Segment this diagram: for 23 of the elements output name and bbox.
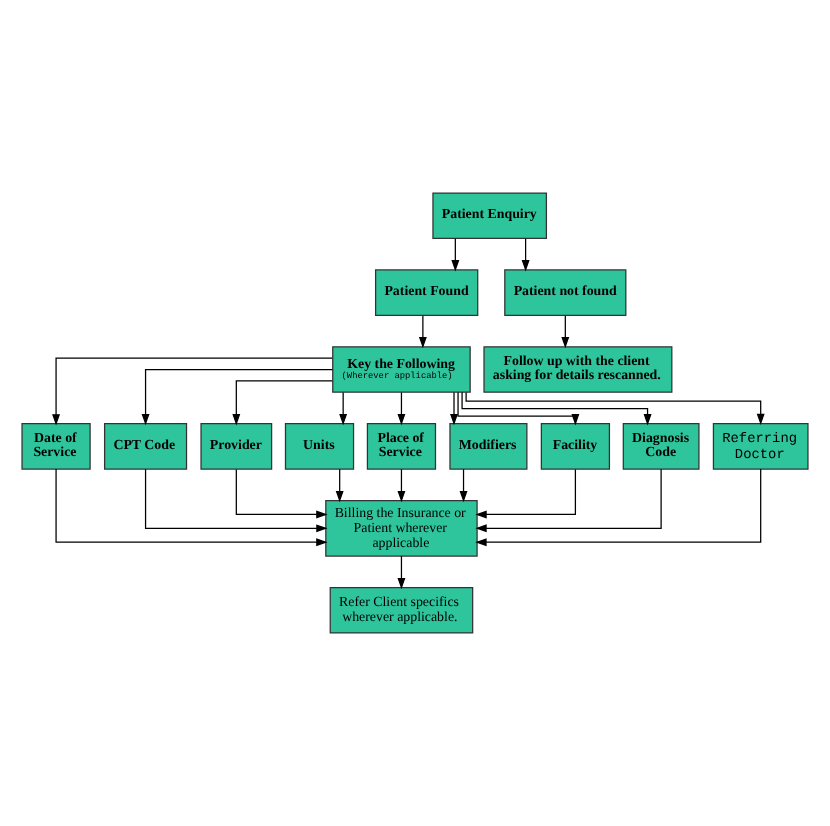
arrow — [465, 391, 765, 426]
arrow — [397, 391, 406, 426]
arrow — [461, 391, 652, 426]
arrow — [459, 468, 468, 503]
arrow — [451, 238, 460, 272]
arrow — [232, 380, 333, 426]
arrow — [141, 368, 334, 426]
arrow — [335, 468, 344, 503]
arrow — [450, 391, 458, 426]
arrow — [475, 468, 662, 533]
arrow — [521, 238, 530, 272]
arrow — [418, 315, 427, 349]
arrow — [235, 468, 328, 519]
arrow — [55, 468, 328, 547]
arrow — [52, 357, 333, 426]
arrow — [397, 555, 406, 590]
arrow — [144, 468, 328, 533]
arrow — [457, 391, 580, 426]
arrow — [475, 468, 577, 519]
arrow — [397, 468, 406, 503]
arrow — [339, 391, 348, 426]
arrow — [475, 468, 762, 547]
arrow — [561, 315, 570, 349]
